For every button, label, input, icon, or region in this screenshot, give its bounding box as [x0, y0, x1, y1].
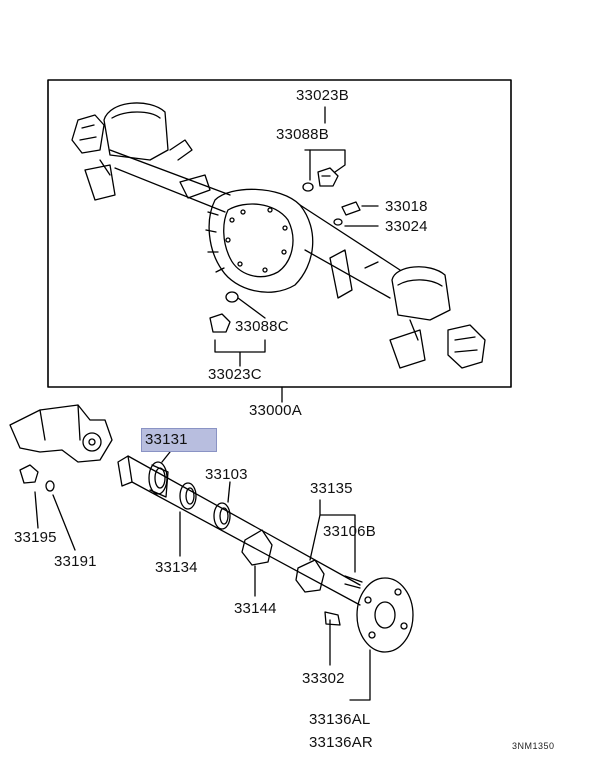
part-label-33018[interactable]: 33018 — [385, 198, 428, 215]
part-label-33023B[interactable]: 33023B — [296, 87, 349, 104]
part-label-33088C[interactable]: 33088C — [235, 318, 289, 335]
axle-housing-drawing — [71, 102, 486, 369]
diagram-code: 3NM1350 — [512, 741, 555, 751]
lower-leader-lines — [161, 451, 371, 701]
part-label-33131[interactable]: 33131 — [145, 431, 188, 448]
upper-leader-lines — [214, 106, 379, 403]
part-label-33088B[interactable]: 33088B — [276, 126, 329, 143]
part-label-33134[interactable]: 33134 — [155, 559, 198, 576]
selected-part-highlight — [141, 428, 217, 452]
part-label-33144[interactable]: 33144 — [234, 600, 277, 617]
axle-assembly-frame — [47, 79, 512, 388]
part-label-33000A[interactable]: 33000A — [249, 402, 302, 419]
part-label-33136AR[interactable]: 33136AR — [309, 734, 373, 751]
part-label-33135[interactable]: 33135 — [310, 480, 353, 497]
part-label-33136AL[interactable]: 33136AL — [309, 711, 371, 728]
part-label-33106B[interactable]: 33106B — [323, 523, 376, 540]
part-label-33195[interactable]: 33195 — [14, 529, 57, 546]
part-label-33191[interactable]: 33191 — [54, 553, 97, 570]
part-label-33103[interactable]: 33103 — [205, 466, 248, 483]
part-label-33023C[interactable]: 33023C — [208, 366, 262, 383]
lower-left-parts — [9, 404, 113, 551]
upper-small-parts — [209, 167, 361, 333]
axle-shaft-drawing — [117, 455, 414, 653]
part-label-33024[interactable]: 33024 — [385, 218, 428, 235]
part-label-33302[interactable]: 33302 — [302, 670, 345, 687]
